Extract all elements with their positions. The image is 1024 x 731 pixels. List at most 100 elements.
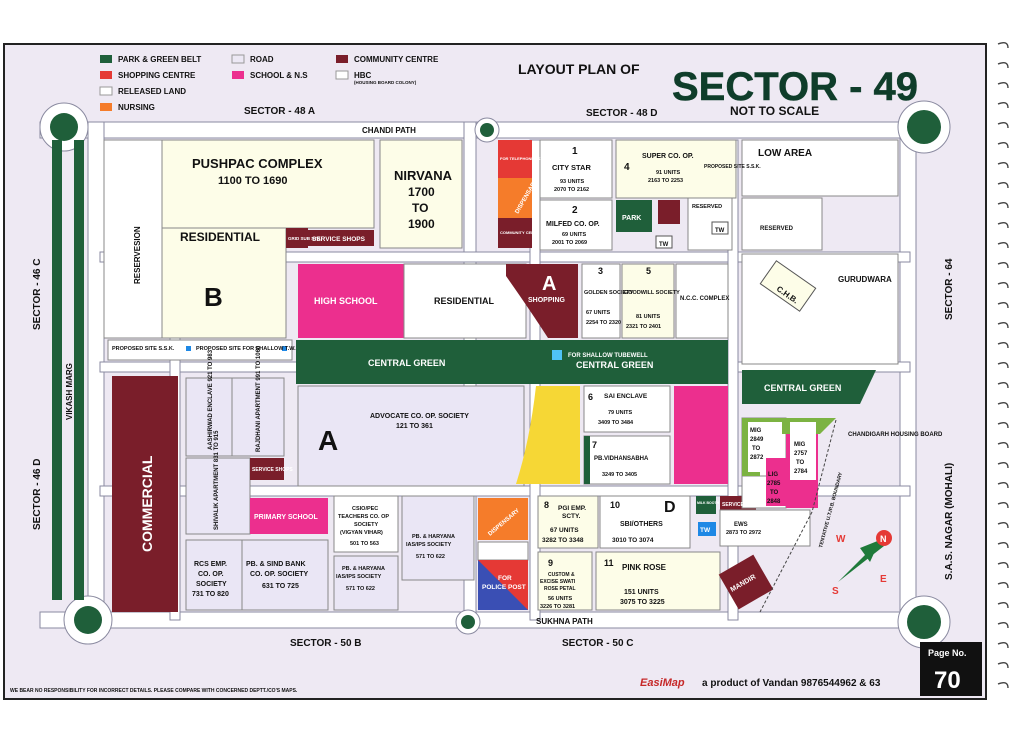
pushpac-label: PUSHPAC COMPLEX [192, 156, 323, 171]
legend-swatch-school [232, 71, 244, 79]
grid-sub-stn-label: GRID SUB STN. [288, 236, 322, 241]
super-coop-block [615, 139, 737, 199]
golden-no: 3 [598, 266, 603, 276]
proposed-tw-label: PROPOSED SITE FOR SHALLOW T.W. [196, 346, 296, 352]
golden-label: GOLDEN SOCIETY [584, 290, 634, 296]
custom-1: CUSTOM & [548, 572, 575, 578]
lig-3: TO [770, 490, 779, 496]
mig1-3: TO [752, 446, 761, 452]
neighbour-64: SECTOR - 64 [944, 258, 955, 320]
ews-block [719, 509, 811, 547]
vidhan-label: PB.VIDHANSABHA [594, 456, 649, 462]
proposed-ssk-top-label: PROPOSED SITE S.S.K. [704, 164, 761, 170]
milk-booth [696, 496, 716, 514]
tw-box-1 [655, 235, 673, 249]
vidhan-green-strip [584, 436, 590, 484]
legend-label-school: SCHOOL & N.S [250, 71, 308, 80]
compass-n: N [880, 534, 887, 544]
compass-w: W [836, 534, 846, 545]
custom-range: 3226 TO 3281 [540, 604, 575, 610]
primary-school-block [250, 498, 328, 534]
custom-units: 56 UNITS [548, 596, 572, 602]
rcs-2: CO. OP. [198, 571, 224, 578]
legend-label-nursing: NURSING [118, 103, 155, 112]
csio-range: 501 TO 563 [350, 541, 379, 547]
dispensary-bottom [478, 498, 528, 540]
advocate-label: ADVOCATE CO. OP. SOCIETY [370, 413, 469, 420]
neighbour-50c: SECTOR - 50 C [562, 638, 634, 649]
chb-block [759, 260, 817, 312]
rajdhani-block [231, 377, 285, 457]
milfed-label: MILFED CO. OP. [546, 221, 600, 228]
aashirwad-label: AASHIRWAD ENCLAVE 921 TO 983 [208, 349, 214, 450]
primary-school-label: PRIMARY SCHOOL [254, 514, 319, 521]
layout-plan-title: LAYOUT PLAN OF [518, 61, 640, 77]
csio-block [333, 495, 399, 553]
golden-range: 2254 TO 2320 [586, 320, 621, 326]
ews-label: EWS [734, 522, 748, 528]
legend-swatch-shopping [100, 71, 112, 79]
service-shops-mid-label: SERVICE SHOPS [252, 467, 293, 473]
golden-block [581, 263, 621, 339]
custom-2: EXCISE SWATI [540, 579, 576, 585]
service-shops-top [308, 230, 374, 246]
commercial-label: COMMERCIAL [139, 455, 155, 552]
legend-label-hbc: HBC [354, 71, 372, 80]
rcs-3: SOCIETY [196, 581, 227, 588]
not-to-scale: NOT TO SCALE [730, 104, 819, 118]
road-vikash-marg: VIKASH MARG [65, 363, 74, 420]
csio-2: TEACHERS CO. OP [338, 514, 389, 520]
shopping-label: SHOPPING [528, 297, 566, 304]
pink-label: PINK ROSE [622, 563, 667, 572]
legend [99, 54, 349, 111]
pushpac-range: 1100 TO 1690 [218, 175, 288, 187]
city-star-units: 93 UNITS [560, 179, 584, 185]
pgi-units: 67 UNITS [550, 527, 579, 534]
rcs-range: 731 TO 820 [192, 591, 229, 598]
reservesion-block [103, 139, 163, 339]
legend-swatch-community [336, 55, 348, 63]
central-green-mid [530, 340, 728, 384]
rajdhani-label: RAJDHANI APARTMENT 991 TO 1060 [256, 345, 262, 452]
compass-rose [838, 530, 892, 582]
police-red [478, 560, 528, 610]
sbi-d: D [664, 499, 676, 516]
lig-2: 2785 [767, 481, 781, 487]
legend-label-shopping: SHOPPING CENTRE [118, 71, 196, 80]
pgi-no: 8 [544, 500, 549, 510]
block-a-letter: A [318, 425, 338, 456]
pink-range: 3075 TO 3225 [620, 599, 665, 606]
pbh2-1: PB. & HARYANA [342, 566, 385, 572]
high-school-label: HIGH SCHOOL [314, 296, 378, 306]
pbh-block-1 [401, 495, 475, 581]
shallow-tubewell-label: FOR SHALLOW TUBEWELL [568, 353, 648, 359]
tw-box-3 [698, 522, 716, 536]
pushpac-block [161, 139, 375, 229]
csio-1: CSIO/PEC [352, 506, 378, 512]
mig2-1: MIG [794, 442, 806, 448]
advocate-range: 121 TO 361 [396, 423, 433, 430]
tw-marker [282, 346, 287, 351]
yellow-block [516, 386, 580, 484]
golden-units: 67 UNITS [586, 310, 610, 316]
sai-no: 6 [588, 392, 593, 402]
gurudwara-block [741, 253, 899, 365]
tw-label-1: TW [659, 242, 669, 248]
reserved-large [741, 197, 823, 251]
telephone-block [498, 140, 532, 178]
rcs-block [185, 539, 243, 611]
neighbour-46d: SECTOR - 46 D [32, 459, 43, 531]
pgi-2: SCTY. [562, 513, 581, 520]
neighbour-48a: SECTOR - 48 A [244, 106, 315, 117]
sector-title: SECTOR - 49 [672, 65, 918, 109]
compass-s: S [832, 586, 839, 597]
service-shops-mid [250, 458, 284, 480]
sbi-label: SBI/OTHERS [620, 521, 663, 528]
central-green-mid-label: CENTRAL GREEN [576, 360, 653, 370]
page-label: Page No. [928, 648, 967, 658]
tw-label-3: TW [700, 527, 711, 534]
block-b-letter: B [204, 282, 223, 312]
sai-units: 79 UNITS [608, 410, 632, 416]
page-number-box [920, 642, 982, 696]
